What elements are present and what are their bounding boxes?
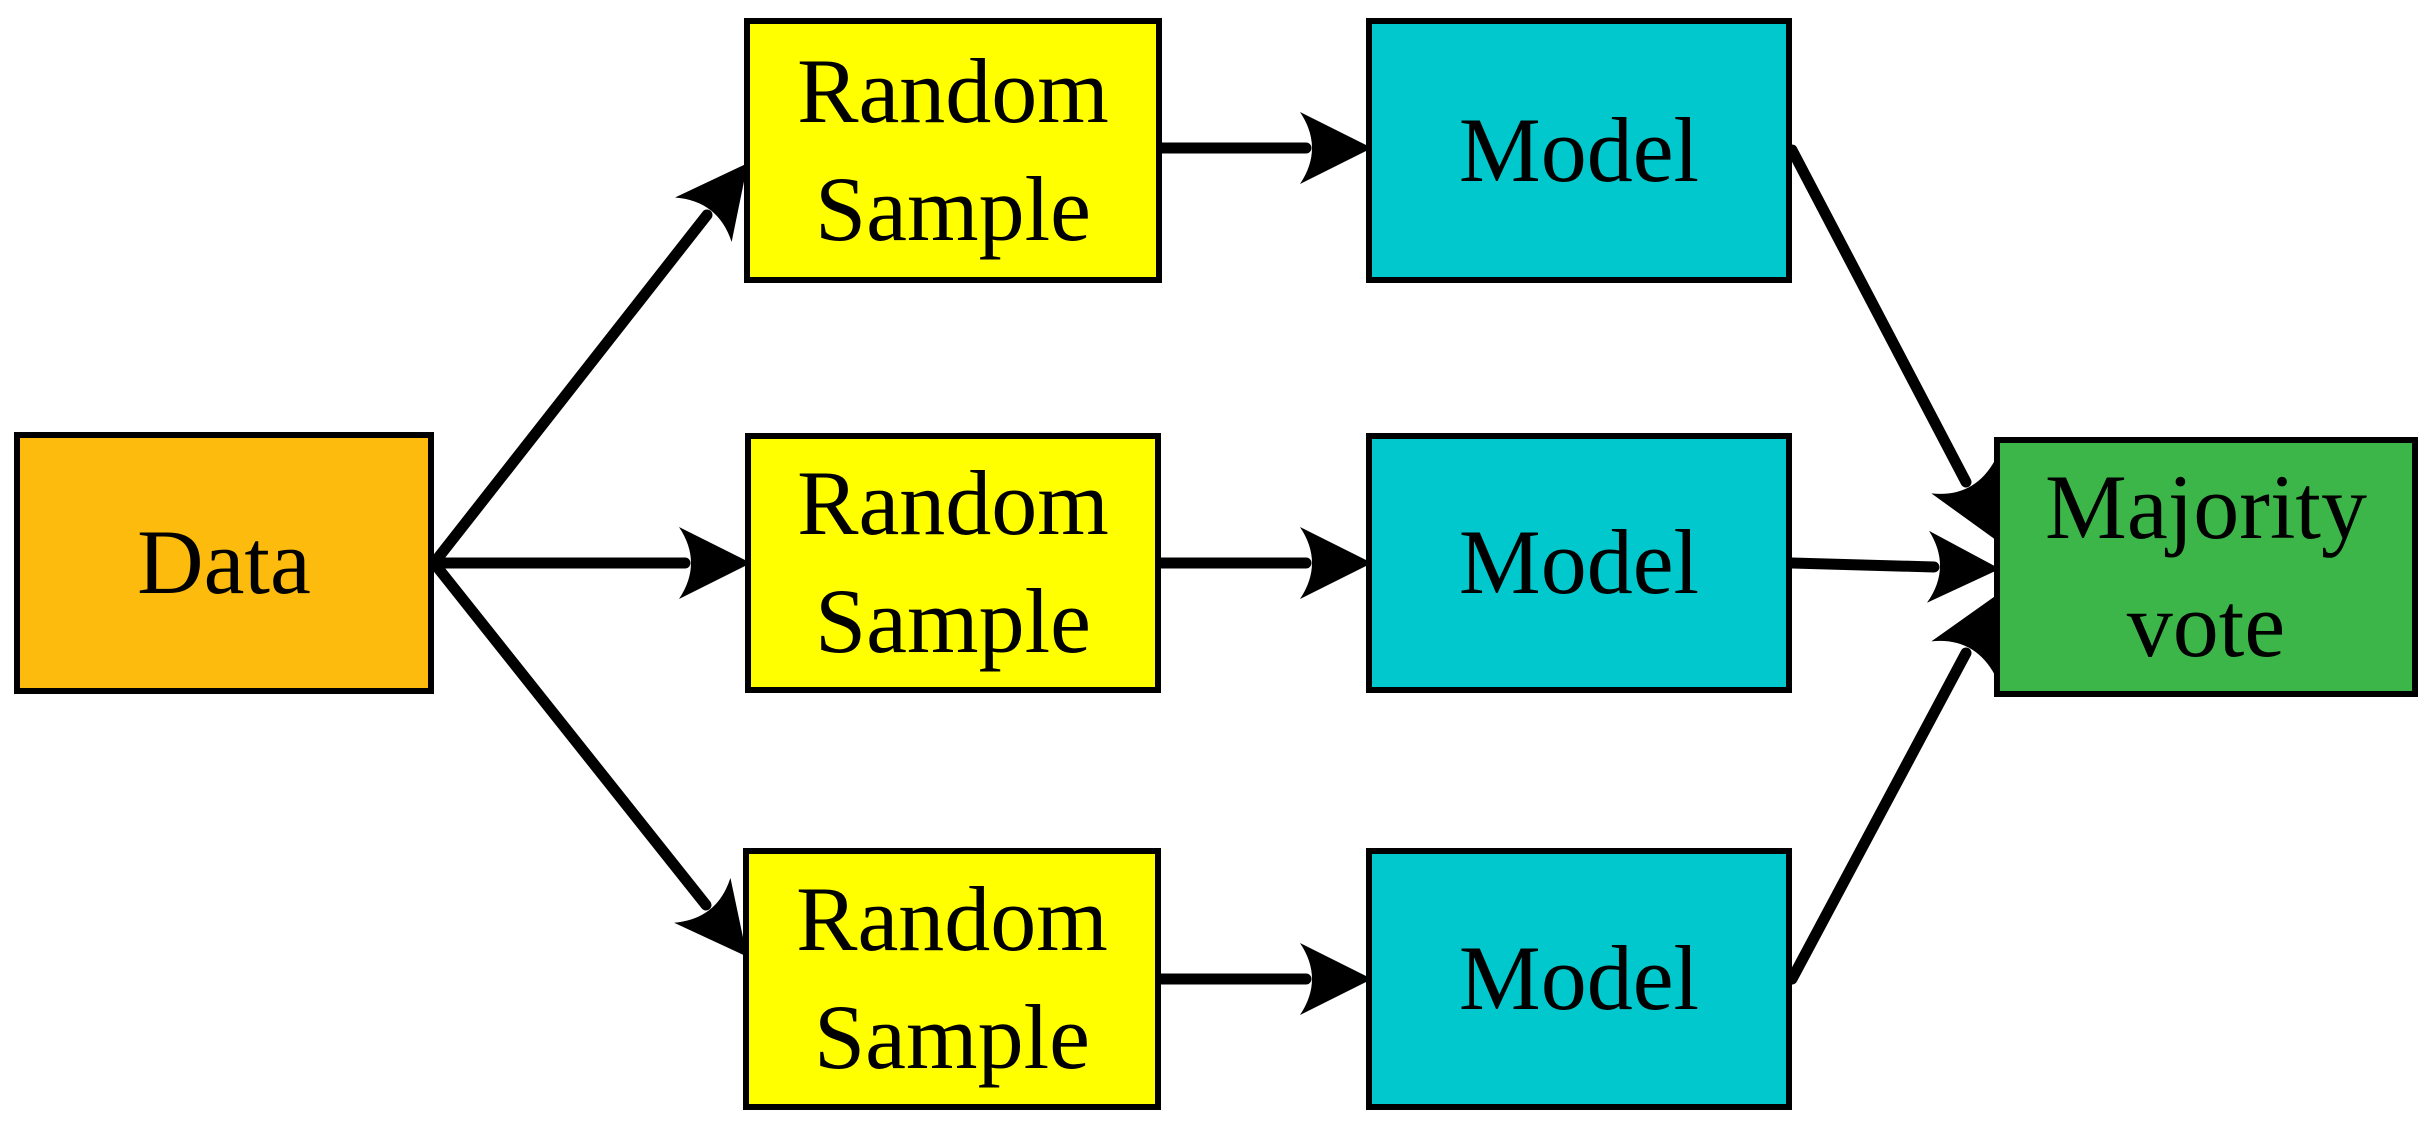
node-model-2-label: Model [1458, 511, 1700, 614]
node-data-label: Data [137, 511, 311, 614]
edge-model-3-to-majority-vote [1786, 594, 1998, 985]
node-model-2: Model [1366, 433, 1792, 693]
edge-data-to-random-sample-1 [428, 163, 748, 569]
node-data: Data [14, 432, 434, 694]
node-majority-vote-label: Majority vote [2045, 456, 2367, 676]
node-random-sample-3: Random Sample [743, 848, 1161, 1110]
node-random-sample-3-label: Random Sample [796, 868, 1108, 1088]
node-random-sample-1-label: Random Sample [797, 39, 1109, 260]
edge-model-1-to-majority-vote [1786, 144, 1997, 541]
node-random-sample-1: Random Sample [744, 18, 1162, 283]
node-model-1: Model [1366, 18, 1792, 283]
edge-model-2-to-majority-vote [1786, 530, 2000, 603]
node-random-sample-2-label: Random Sample [797, 452, 1109, 672]
node-model-3: Model [1366, 848, 1792, 1110]
edge-data-to-random-sample-3 [428, 557, 748, 957]
node-majority-vote: Majority vote [1994, 437, 2418, 697]
node-model-1-label: Model [1458, 98, 1700, 201]
node-model-3-label: Model [1458, 927, 1700, 1030]
node-random-sample-2: Random Sample [745, 433, 1161, 693]
